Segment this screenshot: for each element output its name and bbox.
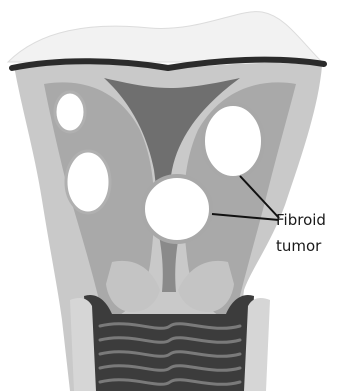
fibroid-large-right bbox=[203, 104, 263, 178]
annotation-label-line2: tumor bbox=[276, 237, 322, 255]
fundus-cap bbox=[8, 12, 322, 62]
fibroid-small-upper-left bbox=[55, 92, 85, 132]
fibroid-middle-left bbox=[66, 151, 110, 213]
fibroid-central bbox=[143, 176, 211, 242]
vaginal-wall-right bbox=[244, 298, 270, 391]
vaginal-wall-left bbox=[70, 298, 96, 391]
annotation-label-line1: Fibroid bbox=[276, 211, 326, 229]
